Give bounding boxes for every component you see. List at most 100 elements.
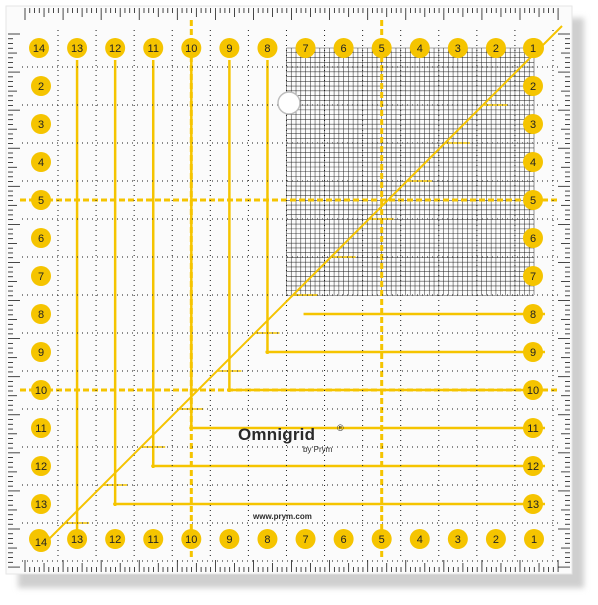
number-badge: [333, 529, 354, 549]
number-label: 9: [530, 347, 536, 359]
number-badge: [523, 38, 543, 58]
right-number: 8: [523, 304, 543, 324]
edge-ticks: [8, 8, 570, 572]
number-badge: [485, 38, 506, 58]
right-number: 9: [523, 342, 543, 362]
number-badge: [31, 456, 51, 476]
number-badge: [447, 529, 468, 549]
left-number: 14: [31, 532, 51, 552]
right-number: 7: [523, 266, 543, 286]
brand-logo: Omnigrid ® by Prym: [238, 423, 358, 465]
number-label: 2: [493, 534, 499, 546]
number-badge: [295, 38, 316, 58]
top-number: 14: [29, 38, 49, 58]
number-label: 3: [455, 534, 461, 546]
top-number: 3: [447, 38, 468, 58]
number-badge: [333, 38, 354, 58]
number-label: 14: [35, 537, 47, 549]
bottom-number: 3: [447, 529, 468, 549]
number-label: 13: [35, 499, 47, 511]
number-badge: [257, 38, 278, 58]
number-badge: [31, 152, 51, 172]
right-number: 13: [523, 494, 543, 514]
number-label: 3: [455, 43, 461, 55]
number-badge: [219, 529, 240, 549]
number-badge: [67, 38, 88, 58]
number-label: 5: [379, 534, 385, 546]
scale-numbers: 1413121110987654321141312111098765432123…: [29, 38, 544, 552]
number-label: 12: [109, 43, 121, 55]
top-number: 7: [295, 38, 316, 58]
number-label: 8: [264, 534, 270, 546]
top-number: 11: [143, 38, 164, 58]
number-badge: [143, 529, 164, 549]
right-number: 10: [523, 380, 543, 400]
top-number: 12: [105, 38, 126, 58]
top-number: 10: [181, 38, 202, 58]
left-number: 9: [31, 342, 51, 362]
number-badge: [523, 228, 543, 248]
ruler-body: [5, 5, 573, 575]
number-badge: [31, 494, 51, 514]
number-label: 7: [302, 534, 308, 546]
left-number: 10: [31, 380, 51, 400]
number-badge: [219, 38, 240, 58]
number-label: 8: [530, 309, 536, 321]
brand-registered-mark: ®: [337, 423, 344, 433]
top-number: 2: [485, 38, 506, 58]
number-label: 6: [530, 233, 536, 245]
number-badge: [485, 529, 506, 549]
number-label: 7: [530, 271, 536, 283]
number-label: 13: [527, 499, 539, 511]
number-badge: [29, 38, 49, 58]
bottom-number: 6: [333, 529, 354, 549]
brand-subtitle: by Prym: [303, 445, 333, 454]
number-badge: [295, 529, 316, 549]
number-label: 10: [35, 385, 47, 397]
bottom-number: 5: [371, 529, 392, 549]
number-label: 1: [530, 43, 536, 55]
number-badge: [31, 228, 51, 248]
number-badge: [31, 418, 51, 438]
top-number: 8: [257, 38, 278, 58]
number-badge: [523, 114, 543, 134]
number-label: 7: [38, 271, 44, 283]
bottom-number: 2: [485, 529, 506, 549]
top-number: 5: [371, 38, 392, 58]
number-label: 9: [226, 534, 232, 546]
number-label: 9: [226, 43, 232, 55]
left-number: 8: [31, 304, 51, 324]
number-badge: [523, 304, 543, 324]
left-number: 5: [31, 190, 51, 210]
website-text: www.prym.com: [253, 512, 312, 521]
number-badge: [31, 342, 51, 362]
number-badge: [523, 418, 543, 438]
number-label: 4: [417, 43, 423, 55]
number-label: 14: [33, 43, 45, 55]
number-label: 3: [38, 119, 44, 131]
number-label: 8: [264, 43, 270, 55]
number-badge: [105, 529, 126, 549]
number-label: 12: [35, 461, 47, 473]
number-badge: [31, 532, 51, 552]
bottom-number: 11: [143, 529, 164, 549]
number-label: 6: [341, 534, 347, 546]
left-number: 11: [31, 418, 51, 438]
number-label: 2: [493, 43, 499, 55]
top-number: 4: [409, 38, 430, 58]
number-badge: [523, 152, 543, 172]
number-badge: [31, 380, 51, 400]
number-badge: [371, 38, 392, 58]
bottom-number: 8: [257, 529, 278, 549]
number-badge: [523, 456, 543, 476]
number-badge: [409, 38, 430, 58]
brand-name: Omnigrid: [238, 425, 316, 444]
right-number: 1: [523, 38, 543, 58]
left-number: 4: [31, 152, 51, 172]
number-label: 5: [530, 195, 536, 207]
number-badge: [409, 529, 430, 549]
number-badge: [67, 529, 88, 549]
number-label: 11: [148, 534, 159, 546]
